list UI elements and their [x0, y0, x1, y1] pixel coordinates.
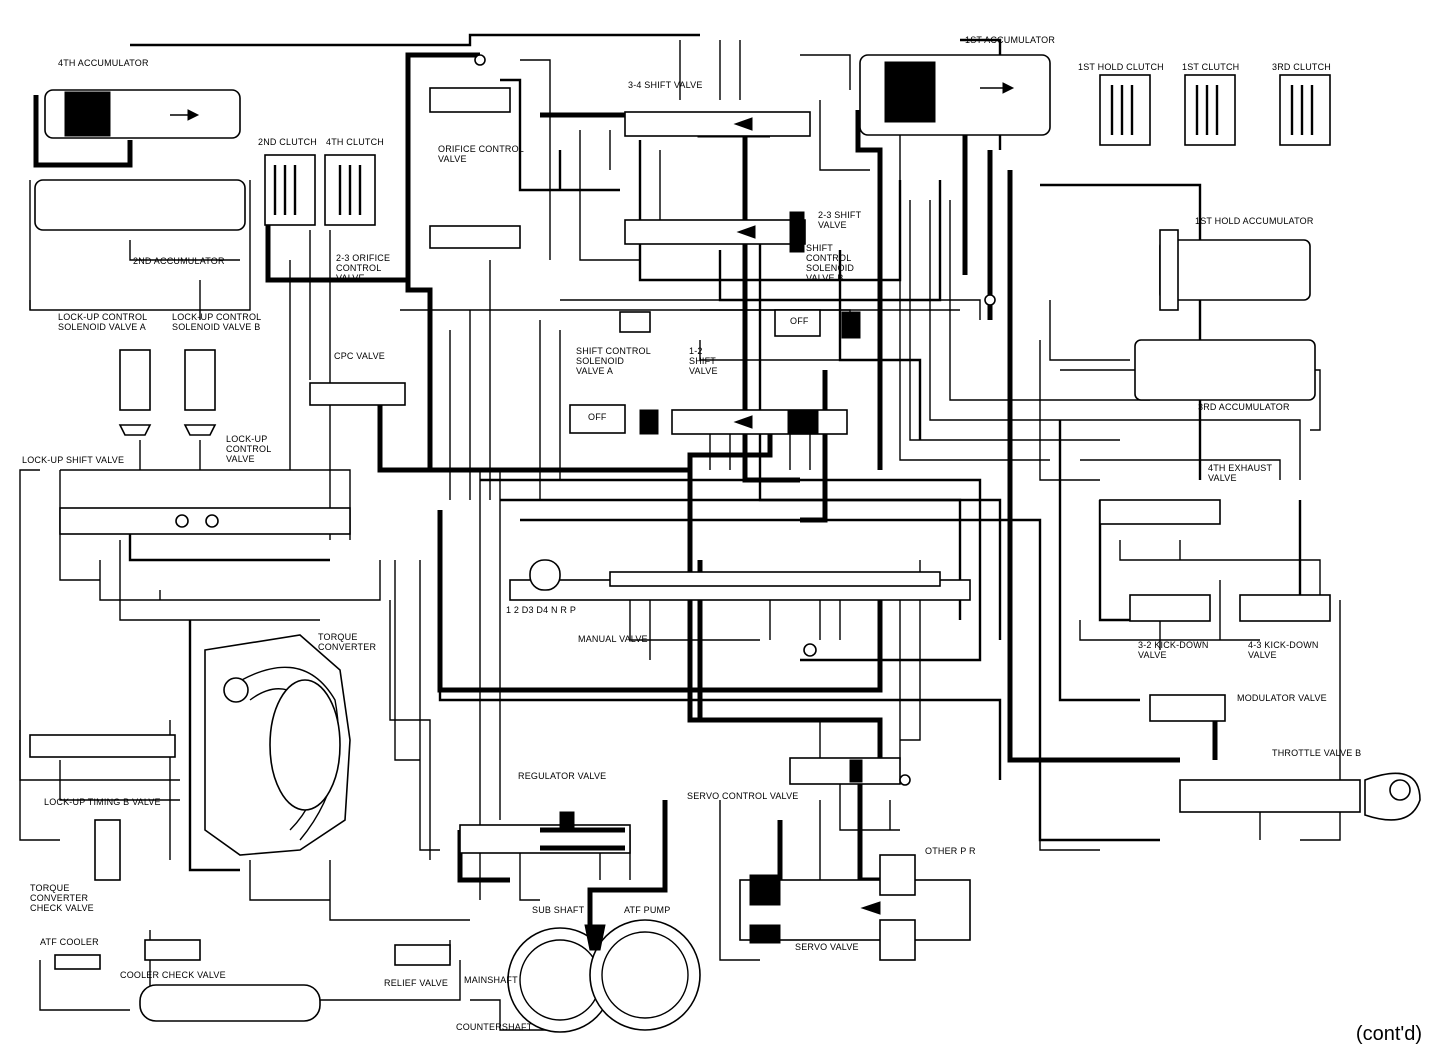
- label-torque-converter-check-valve: TORQUE CONVERTER CHECK VALVE: [30, 883, 94, 913]
- label-orifice-control-valve: ORIFICE CONTROL VALVE: [438, 144, 525, 164]
- label-servo-control-valve: SERVO CONTROL VALVE: [687, 791, 799, 801]
- label-3rd-clutch: 3RD CLUTCH: [1272, 62, 1332, 72]
- label-solenoid-b-off: OFF: [790, 316, 809, 326]
- component-bodies: [29, 54, 1421, 1033]
- label-2-3-orifice-control-valve: 2-3 ORIFICE CONTROL VALVE: [336, 253, 391, 283]
- label-lockup-timing-b-valve: LOCK-UP TIMING B VALVE: [44, 797, 161, 807]
- label-solenoid-a-off: OFF: [588, 412, 607, 422]
- label-atf-pump: ATF PUMP: [624, 905, 671, 915]
- label-atf-cooler: ATF COOLER: [40, 937, 99, 947]
- label-relief-valve: RELIEF VALVE: [384, 978, 449, 988]
- label-cooler-check-valve: COOLER CHECK VALVE: [120, 970, 226, 980]
- label-regulator-valve: REGULATOR VALVE: [518, 771, 607, 781]
- label-sub-shaft: SUB SHAFT: [532, 905, 585, 915]
- label-modulator-valve: MODULATOR VALVE: [1237, 693, 1327, 703]
- label-3-4-shift-valve: 3-4 SHIFT VALVE: [628, 80, 703, 90]
- label-cpc-valve: CPC VALVE: [334, 351, 385, 361]
- label-4-3-kick-down-valve: 4-3 KICK-DOWN VALVE: [1248, 640, 1319, 660]
- label-lockup-control-valve: LOCK-UP CONTROL VALVE: [226, 434, 272, 464]
- label-countershaft: COUNTERSHAFT: [456, 1022, 533, 1032]
- label-2-3-shift-valve: 2-3 SHIFT VALVE: [818, 210, 862, 230]
- label-4th-accumulator: 4TH ACCUMULATOR: [58, 58, 149, 68]
- label-1st-hold-clutch: 1ST HOLD CLUTCH: [1078, 62, 1164, 72]
- label-other-pr: OTHER P R: [925, 846, 976, 856]
- label-lockup-solenoid-b: LOCK-UP CONTROL SOLENOID VALVE B: [172, 312, 262, 332]
- label-1st-hold-accumulator: 1ST HOLD ACCUMULATOR: [1195, 216, 1314, 226]
- label-4th-exhaust-valve: 4TH EXHAUST VALVE: [1208, 463, 1273, 483]
- label-2nd-accumulator: 2ND ACCUMULATOR: [133, 256, 225, 266]
- label-1st-accumulator: 1ST ACCUMULATOR: [965, 35, 1056, 45]
- label-3-2-kick-down-valve: 3-2 KICK-DOWN VALVE: [1138, 640, 1209, 660]
- label-lockup-solenoid-a: LOCK-UP CONTROL SOLENOID VALVE A: [58, 312, 148, 332]
- label-torque-converter: TORQUE CONVERTER: [318, 632, 377, 652]
- label-throttle-valve-b: THROTTLE VALVE B: [1272, 748, 1362, 758]
- label-1-2-shift-valve: 1-2 SHIFT VALVE: [689, 346, 718, 376]
- label-solenoid-valve-b: SHIFT CONTROL SOLENOID VALVE B: [806, 243, 855, 283]
- line-pressure-medium: [128, 33, 1320, 872]
- label-lockup-shift-valve: LOCK-UP SHIFT VALVE: [22, 455, 125, 465]
- label-3rd-accumulator: 3RD ACCUMULATOR: [1198, 402, 1290, 412]
- label-gear-positions: 1 2 D3 D4 N R P: [506, 605, 577, 615]
- label-2nd-clutch: 2ND CLUTCH: [258, 137, 318, 147]
- label-manual-valve: MANUAL VALVE: [578, 634, 648, 644]
- label-4th-clutch: 4TH CLUTCH: [326, 137, 385, 147]
- label-mainshaft: MAINSHAFT: [464, 975, 518, 985]
- continued-note: (cont'd): [1355, 1023, 1422, 1045]
- label-1st-clutch: 1ST CLUTCH: [1182, 62, 1240, 72]
- label-solenoid-valve-a: SHIFT CONTROL SOLENOID VALVE A: [576, 346, 651, 376]
- label-servo-valve: SERVO VALVE: [795, 942, 859, 952]
